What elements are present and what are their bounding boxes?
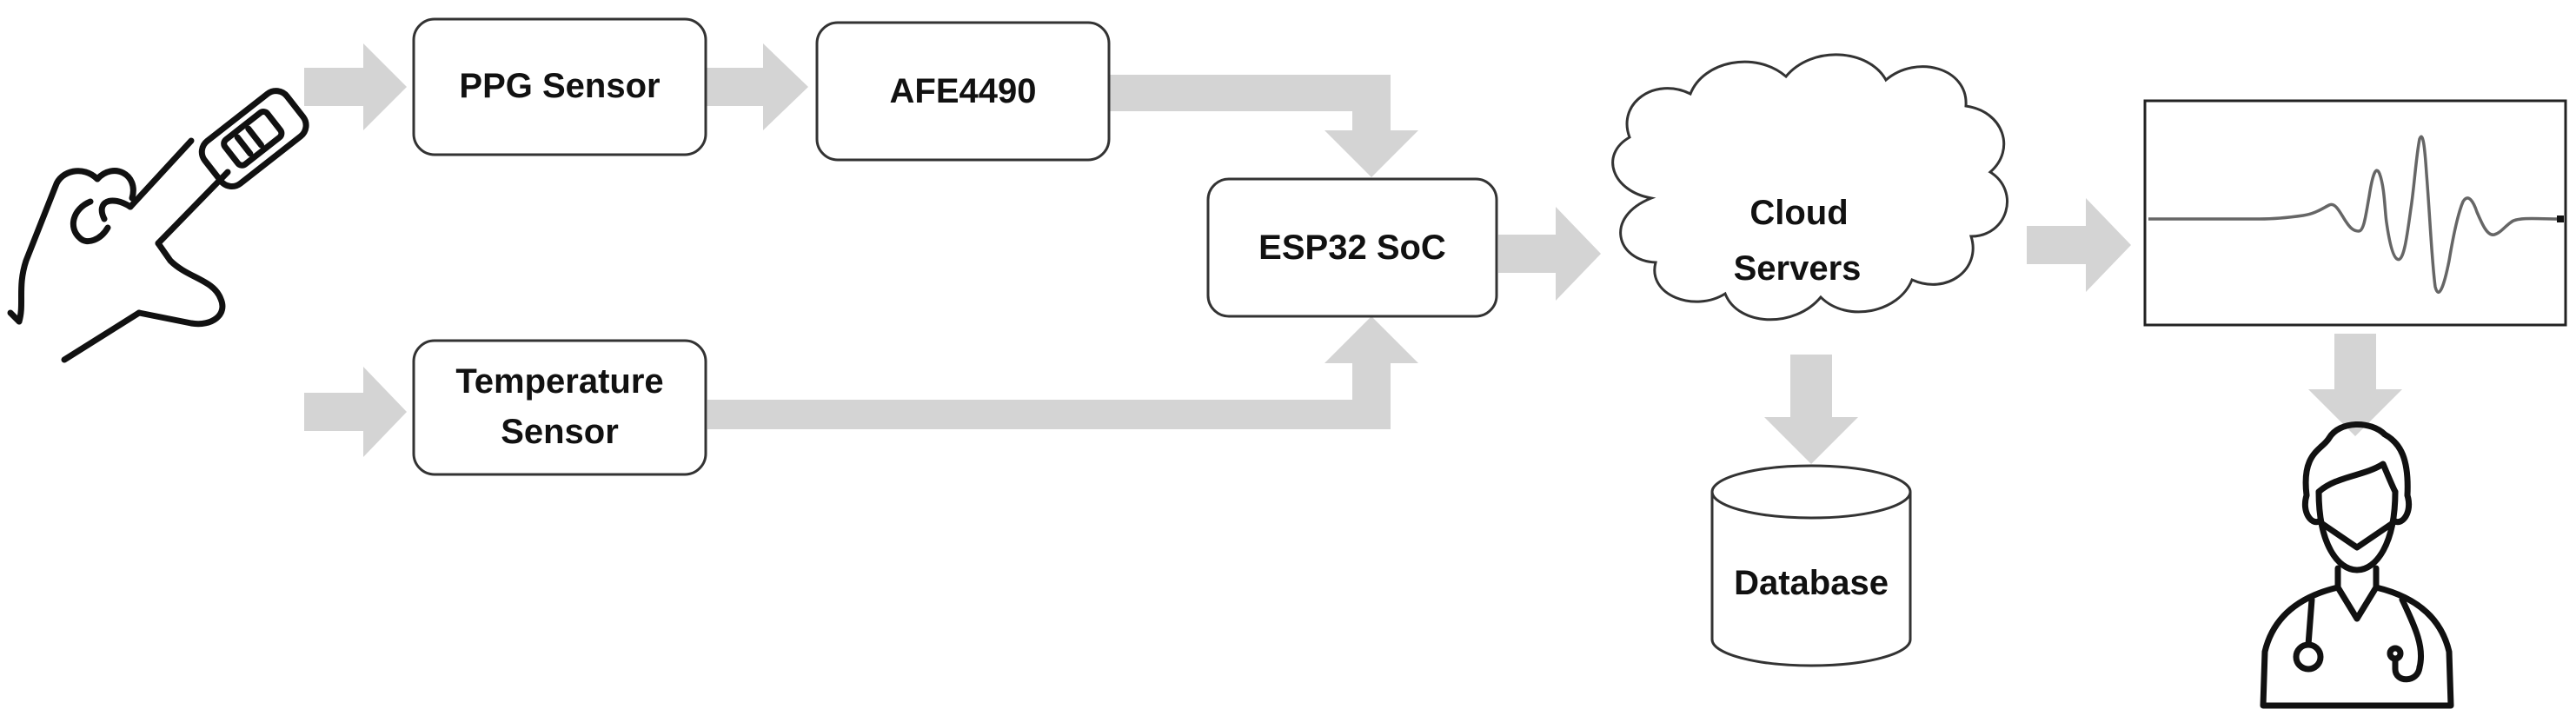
cloud-icon [1611, 53, 2008, 322]
arrow-afe-to-esp32 [1110, 75, 1418, 177]
cloud-label-line1: Cloud [1749, 194, 1848, 232]
ppg-sensor-label: PPG Sensor [459, 67, 660, 105]
afe4490-block: AFE4490 [815, 21, 1111, 162]
database-node: Database [1710, 464, 1912, 667]
ppg-sensor-block: PPG Sensor [412, 17, 707, 156]
esp32-soc-block: ESP32 SoC [1206, 177, 1498, 318]
cloud-label-line2: Servers [1734, 249, 1862, 288]
flow-arrows [304, 43, 2402, 464]
arrow-finger-to-ppg [304, 43, 407, 130]
temperature-sensor-label-line1: Temperature [455, 362, 663, 401]
arrow-cloud-to-database [1764, 355, 1858, 464]
ecg-waveform-display [2143, 99, 2567, 327]
arrow-esp32-to-cloud [1498, 207, 1601, 301]
finger-pulse-oximeter-icon [7, 88, 309, 363]
arrow-ppg-to-afe [706, 43, 808, 130]
esp32-soc-label: ESP32 SoC [1258, 229, 1446, 267]
temperature-sensor-label-line2: Sensor [501, 413, 619, 451]
database-cylinder-icon [1710, 492, 1912, 667]
database-label: Database [1734, 564, 1889, 602]
arrow-waveform-to-doctor [2308, 334, 2402, 436]
temperature-sensor-block: Temperature Sensor [412, 339, 707, 476]
arrow-input-to-temp [304, 367, 407, 457]
waveform-trace [2148, 135, 2563, 294]
arrow-temp-to-esp32 [707, 316, 1418, 429]
arrow-cloud-to-waveform [2027, 198, 2131, 292]
afe4490-label: AFE4490 [890, 72, 1037, 110]
doctor-icon [2260, 421, 2454, 709]
cloud-servers-node: Cloud Servers [1611, 53, 2008, 322]
